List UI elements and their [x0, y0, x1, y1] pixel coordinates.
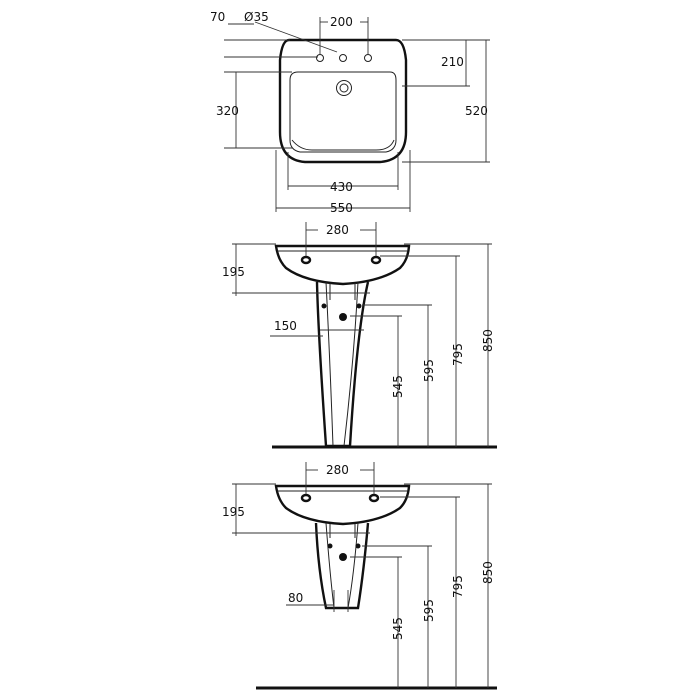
semi-tap-hole-left — [300, 493, 312, 503]
semi-supply-left — [327, 543, 333, 549]
semi-supply-right — [355, 543, 361, 549]
tap-hole-left — [316, 54, 324, 62]
pedestal-dimension-lines — [232, 222, 492, 447]
label-210: 210 — [441, 55, 464, 69]
pedestal-tap-hole-right — [370, 255, 382, 265]
semi-pedestal-outline — [314, 522, 370, 610]
pedestal-tap-hole-left — [300, 255, 312, 265]
label-200: 200 — [330, 15, 353, 29]
label-520: 520 — [465, 104, 488, 118]
label-70: 70 — [210, 10, 225, 24]
pedestal-label-795: 795 — [451, 343, 465, 366]
basin-inner-bowl — [289, 71, 397, 153]
label-320: 320 — [216, 104, 239, 118]
semi-pedestal-column — [314, 522, 370, 610]
pedestal-label-595: 595 — [422, 359, 436, 382]
top-view-basin — [278, 38, 408, 164]
pedestal-supply-left — [321, 303, 327, 309]
drain-outer — [336, 80, 352, 96]
semi-label-795: 795 — [451, 575, 465, 598]
tap-hole-center — [339, 54, 347, 62]
semi-label-80: 80 — [288, 591, 303, 605]
semi-tap-hole-right — [368, 493, 380, 503]
label-550: 550 — [330, 201, 353, 215]
pedestal-label-280: 280 — [326, 223, 349, 237]
semi-label-595: 595 — [422, 599, 436, 622]
pedestal-waste-outlet — [339, 313, 347, 321]
top-view-dimension-lines — [224, 17, 490, 212]
pedestal-basin-outline — [274, 244, 411, 286]
semi-waste-outlet — [339, 553, 347, 561]
drain-inner — [339, 83, 349, 93]
semi-pedestal-labels: 280 195 80 850 795 595 545 — [222, 463, 495, 640]
semi-pedestal-view-basin — [274, 484, 411, 526]
basin-inner-bowl-rim — [291, 139, 395, 151]
semi-pedestal-dimension-lines — [232, 462, 492, 688]
pedestal-label-545: 545 — [391, 375, 405, 398]
pedestal-label-150: 150 — [274, 319, 297, 333]
label-dia35: Ø35 — [244, 10, 269, 24]
label-430: 430 — [330, 180, 353, 194]
pedestal-label-850: 850 — [481, 329, 495, 352]
pedestal-label-195: 195 — [222, 265, 245, 279]
semi-basin-outline — [274, 484, 411, 526]
pedestal-column — [315, 281, 370, 448]
tap-hole-right — [364, 54, 372, 62]
pedestal-supply-right — [356, 303, 362, 309]
pedestal-view-basin — [274, 244, 411, 286]
semi-label-195: 195 — [222, 505, 245, 519]
basin-outer-outline — [278, 38, 408, 164]
semi-label-850: 850 — [481, 561, 495, 584]
pedestal-labels: 280 195 150 850 795 595 545 — [222, 223, 495, 398]
semi-label-280: 280 — [326, 463, 349, 477]
top-view-labels: 70 Ø35 200 210 320 520 430 550 — [210, 10, 488, 215]
semi-label-545: 545 — [391, 617, 405, 640]
